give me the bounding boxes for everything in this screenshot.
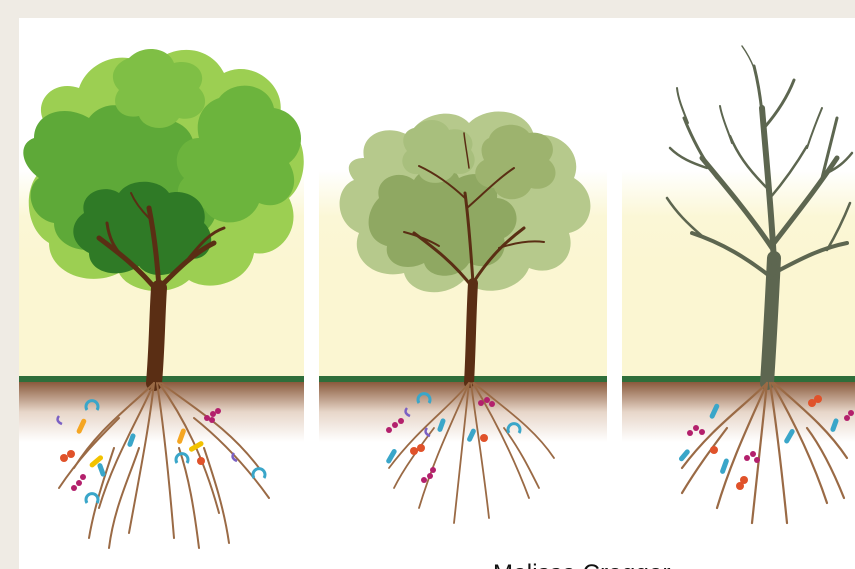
stressed-tree-panel <box>319 18 607 569</box>
dead-tree-panel <box>622 18 855 569</box>
soil-band <box>622 382 855 442</box>
ground-line <box>622 376 855 382</box>
ground-line <box>319 376 607 382</box>
stressed-tree-illustration <box>319 18 607 569</box>
healthy-tree-panel <box>19 18 304 569</box>
healthy-tree-illustration <box>19 18 304 569</box>
photo-credit: Melissa Cregger <box>493 560 671 569</box>
figure-frame: Melissa Cregger <box>19 18 855 569</box>
dead-tree-illustration <box>622 18 855 569</box>
